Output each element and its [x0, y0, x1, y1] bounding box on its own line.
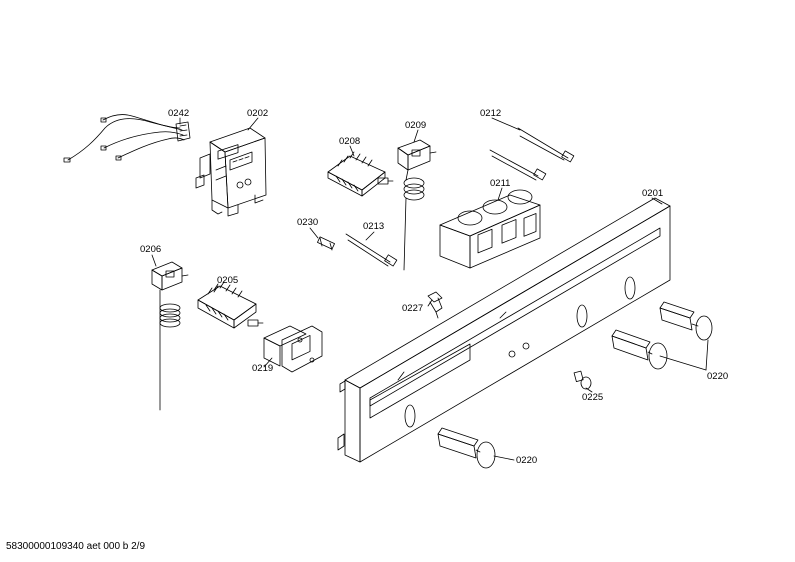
part-0220-knob-lower	[438, 428, 495, 468]
document-id: 58300000109340 aet 000 b 2/9	[6, 541, 146, 552]
label-0219: 0219	[252, 363, 273, 374]
label-0201: 0201	[642, 188, 663, 199]
part-0205-selector-switch	[198, 282, 263, 328]
part-0201-control-panel	[338, 198, 670, 462]
label-0209: 0209	[405, 120, 426, 131]
label-0220-upper: 0220	[707, 371, 728, 382]
leader-lines	[151, 117, 709, 461]
part-0212-sensor-leads	[490, 128, 574, 180]
part-0225-lamp	[574, 371, 591, 389]
label-0212: 0212	[480, 108, 501, 119]
part-0206-thermostat	[152, 262, 188, 410]
label-0230: 0230	[297, 217, 318, 228]
label-0208: 0208	[339, 136, 360, 147]
label-0220-lower: 0220	[516, 455, 537, 466]
part-0242-wiring-harness	[64, 115, 190, 162]
label-0227: 0227	[402, 303, 423, 314]
label-0206: 0206	[140, 244, 161, 255]
part-0208-selector-switch	[328, 152, 393, 196]
label-0225: 0225	[582, 392, 603, 403]
part-0211-socket-block	[440, 190, 540, 268]
part-0202-electronic-module	[196, 128, 266, 216]
part-0227-lamp-holder	[428, 292, 442, 318]
label-0205: 0205	[217, 275, 238, 286]
label-0213: 0213	[363, 221, 384, 232]
part-0213-lead	[346, 234, 397, 266]
part-0220-knob-upper	[612, 302, 712, 369]
label-0211: 0211	[490, 178, 510, 189]
part-0219-socket	[264, 326, 322, 372]
part-0230-fuse	[317, 237, 334, 250]
label-0242: 0242	[168, 108, 189, 119]
part-0209-thermostat	[398, 140, 436, 270]
label-0202: 0202	[247, 108, 268, 119]
